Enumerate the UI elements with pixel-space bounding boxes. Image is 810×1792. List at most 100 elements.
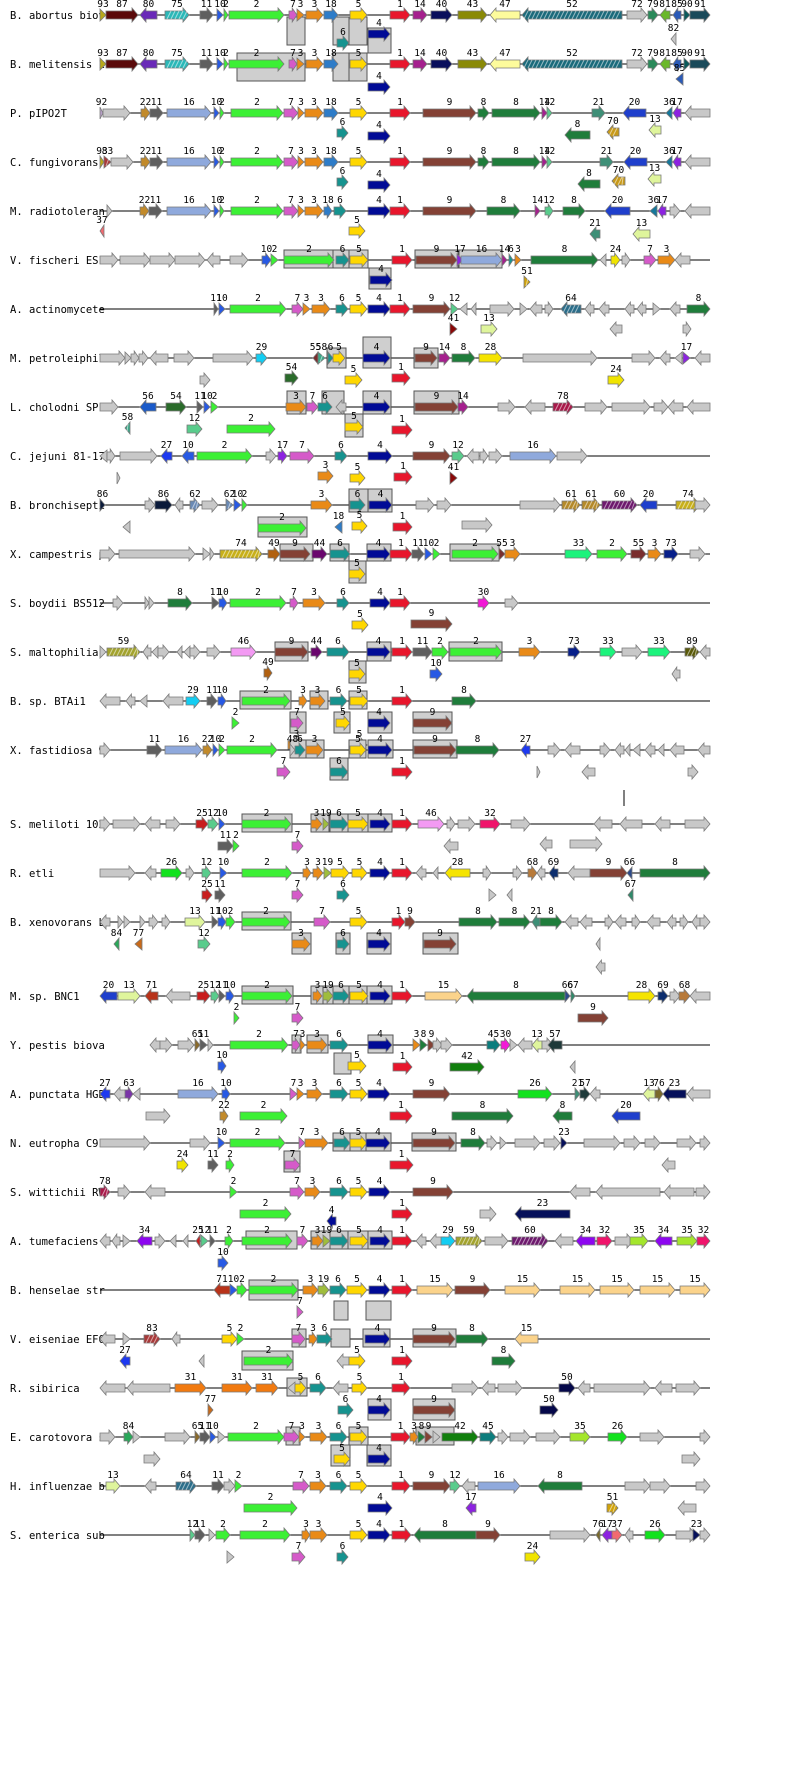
- gene-arrow-cog-1[interactable]: [391, 1352, 413, 1370]
- gene-arrow-cog-35[interactable]: [676, 1232, 698, 1250]
- gene-arrow-unassigned[interactable]: [609, 320, 623, 338]
- gene-arrow-unassigned[interactable]: [432, 1430, 441, 1444]
- gene-arrow-cog-11[interactable]: [149, 104, 164, 122]
- gene-arrow-cog-6[interactable]: [309, 1379, 327, 1397]
- gene-arrow-unassigned[interactable]: [118, 545, 196, 563]
- gene-arrow-cog-26[interactable]: [607, 1428, 628, 1446]
- gene-arrow-cog-3[interactable]: [302, 1281, 319, 1299]
- gene-arrow-cog-5[interactable]: [349, 55, 368, 73]
- gene-arrow-cog-66[interactable]: [626, 865, 633, 881]
- gene-arrow-unassigned[interactable]: [674, 351, 683, 365]
- gene-arrow-cog-3[interactable]: [298, 692, 308, 710]
- gene-arrow-cog-5[interactable]: [347, 1057, 367, 1075]
- gene-arrow-unassigned[interactable]: [624, 300, 635, 318]
- gene-arrow-cog-15[interactable]: [679, 1281, 711, 1299]
- gene-arrow-cog-5[interactable]: [351, 1379, 368, 1397]
- gene-arrow-unassigned[interactable]: [593, 815, 613, 833]
- gene-arrow-cog-7[interactable]: [292, 1477, 310, 1495]
- gene-arrow-cog-11[interactable]: [148, 202, 163, 220]
- gene-arrow-cog-15[interactable]: [599, 1281, 635, 1299]
- gene-arrow-cog-6[interactable]: [336, 886, 350, 904]
- gene-arrow-cog-17[interactable]: [672, 104, 682, 122]
- gene-arrow-cog-1[interactable]: [389, 1156, 414, 1174]
- gene-arrow-cog-43[interactable]: [457, 6, 488, 24]
- gene-arrow-cog-9[interactable]: [423, 935, 457, 953]
- organism-label[interactable]: N. eutropha C91: [10, 1138, 105, 1150]
- gene-arrow-unassigned[interactable]: [459, 302, 468, 316]
- gene-arrow-cog-5[interactable]: [221, 1330, 238, 1348]
- gene-arrow-unassigned[interactable]: [332, 1379, 349, 1397]
- gene-arrow-cog-2[interactable]: [270, 253, 279, 267]
- gene-arrow-unassigned[interactable]: [446, 815, 456, 833]
- gene-arrow-unassigned[interactable]: [189, 643, 201, 661]
- gene-arrow-cog-35[interactable]: [569, 1428, 591, 1446]
- gene-arrow-cog-8[interactable]: [562, 202, 586, 220]
- gene-arrow-unassigned[interactable]: [669, 987, 681, 1005]
- gene-arrow-cog-5[interactable]: [351, 864, 368, 882]
- gene-arrow-cog-6[interactable]: [329, 1281, 347, 1299]
- gene-arrow-cog-65[interactable]: [194, 1037, 201, 1053]
- gene-arrow-unassigned[interactable]: [122, 520, 131, 534]
- gene-arrow-cog-76[interactable]: [595, 1527, 601, 1543]
- organism-label[interactable]: R. sibirica: [10, 1383, 80, 1395]
- gene-arrow-cog-4[interactable]: [369, 594, 391, 612]
- gene-arrow-cog-14[interactable]: [457, 398, 469, 416]
- gene-arrow-cog-17[interactable]: [672, 153, 682, 171]
- gene-arrow-cog-29[interactable]: [185, 692, 201, 710]
- gene-arrow-unassigned[interactable]: [484, 1232, 509, 1250]
- gene-arrow-cog-5[interactable]: [348, 1352, 366, 1370]
- gene-arrow-cog-3[interactable]: [310, 815, 323, 833]
- gene-arrow-unassigned[interactable]: [663, 1183, 695, 1201]
- gene-arrow-unassigned[interactable]: [682, 320, 692, 338]
- organism-label[interactable]: V. eiseniae EF0: [10, 1334, 105, 1346]
- gene-arrow-cog-9[interactable]: [412, 300, 451, 318]
- gene-arrow-cog-1[interactable]: [391, 643, 413, 661]
- gene-arrow-unassigned[interactable]: [171, 1330, 181, 1348]
- gene-arrow-cog-6[interactable]: [327, 350, 334, 366]
- gene-arrow-unassigned[interactable]: [148, 595, 155, 611]
- gene-arrow-cog-20[interactable]: [604, 202, 631, 220]
- gene-arrow-cog-33[interactable]: [564, 545, 593, 563]
- gene-arrow-unassigned[interactable]: [185, 864, 195, 882]
- gene-arrow-cog-1[interactable]: [389, 55, 411, 73]
- gene-arrow-cog-11[interactable]: [214, 886, 226, 904]
- gene-arrow-cog-3[interactable]: [305, 55, 324, 73]
- gene-arrow-cog-73[interactable]: [663, 545, 679, 563]
- gene-arrow-cog-36[interactable]: [665, 106, 673, 120]
- gene-arrow-cog-44[interactable]: [310, 643, 323, 661]
- gene-arrow-cog-12[interactable]: [210, 987, 220, 1005]
- organism-label[interactable]: B. melitensis 1: [10, 59, 105, 71]
- gene-arrow-cog-7[interactable]: [283, 202, 299, 220]
- gene-arrow-cog-12[interactable]: [197, 935, 211, 953]
- gene-arrow-cog-15[interactable]: [639, 1281, 676, 1299]
- gene-arrow-unassigned[interactable]: [687, 763, 699, 781]
- gene-arrow-cog-44[interactable]: [311, 545, 328, 563]
- gene-arrow-cog-7[interactable]: [643, 251, 657, 269]
- gene-arrow-cog-5[interactable]: [351, 517, 368, 535]
- gene-arrow-unassigned[interactable]: [497, 1379, 523, 1397]
- gene-arrow-unassigned[interactable]: [99, 1134, 151, 1152]
- gene-arrow-cog-14[interactable]: [412, 55, 428, 73]
- gene-arrow-cog-4[interactable]: [367, 1401, 391, 1419]
- gene-arrow-cog-50[interactable]: [558, 1379, 576, 1397]
- gene-arrow-cog-10[interactable]: [217, 692, 227, 710]
- gene-arrow-cog-6[interactable]: [336, 594, 350, 612]
- gene-arrow-cog-3[interactable]: [299, 1037, 306, 1053]
- gene-arrow-cog-6[interactable]: [329, 545, 351, 563]
- gene-arrow-cog-2[interactable]: [241, 815, 292, 833]
- gene-arrow-unassigned[interactable]: [667, 398, 684, 416]
- gene-arrow-cog-17[interactable]: [465, 1499, 477, 1517]
- gene-arrow-cog-4[interactable]: [367, 1085, 391, 1103]
- gene-arrow-cog-10[interactable]: [218, 817, 226, 831]
- gene-arrow-cog-2[interactable]: [219, 105, 225, 121]
- gene-arrow-cog-5[interactable]: [349, 251, 369, 269]
- gene-arrow-unassigned[interactable]: [699, 643, 711, 661]
- gene-arrow-cog-10[interactable]: [233, 498, 242, 512]
- gene-arrow-cog-2[interactable]: [228, 55, 285, 73]
- gene-arrow-unassigned[interactable]: [694, 349, 711, 367]
- gene-arrow-cog-8[interactable]: [537, 1477, 583, 1495]
- gene-arrow-cog-3[interactable]: [310, 496, 333, 514]
- gene-arrow-cog-1[interactable]: [391, 369, 411, 387]
- gene-arrow-cog-14[interactable]: [412, 6, 428, 24]
- gene-arrow-unassigned[interactable]: [653, 398, 669, 416]
